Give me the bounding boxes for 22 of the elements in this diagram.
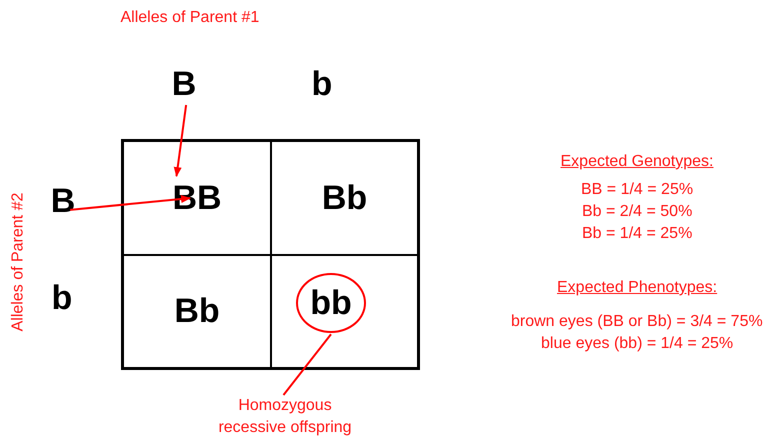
section-heading: Expected Genotypes: [560,152,714,172]
result-line: BB = 1/4 = 25% [581,180,694,200]
allele-letter: B [42,180,84,222]
highlight-circle: bb [296,273,366,333]
axis-title: Alleles of Parent #2 [8,192,27,332]
result-line: blue eyes (bb) = 1/4 = 25% [541,334,734,354]
callout-text: Homozygous recessive offspring [210,395,360,441]
punnett-cell: Bb [271,139,420,255]
section-heading: Expected Phenotypes: [557,278,718,298]
result-line: Bb = 1/4 = 25% [582,224,692,244]
leader-line [282,334,332,396]
arrow [70,195,191,211]
allele-letter: B [163,63,205,105]
punnett-cell: BB [121,139,271,255]
axis-title: Alleles of Parent #1 [120,8,260,28]
allele-letter: b [52,279,72,317]
allele-letter: b [312,65,332,103]
result-line: Bb = 2/4 = 50% [582,202,692,222]
punnett-cell [271,255,420,370]
arrow [174,104,188,178]
punnett-cell: Bb [121,255,271,370]
result-line: brown eyes (BB or Bb) = 3/4 = 75% [511,312,763,332]
